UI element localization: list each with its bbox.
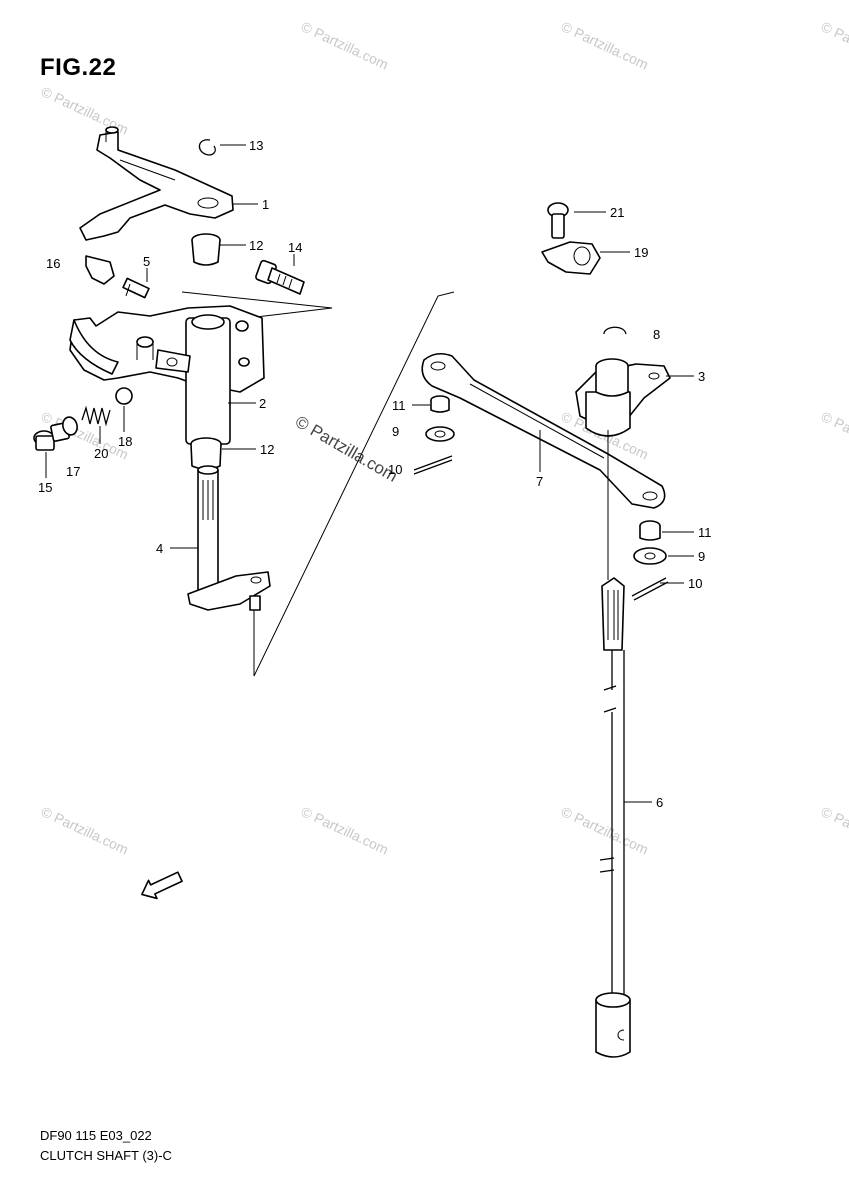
watermark-main: © Partzilla.com	[292, 412, 401, 486]
callout-8: 8	[653, 327, 660, 342]
watermark: © Partzilla.com	[299, 803, 391, 857]
part-8-e-clip	[603, 326, 627, 335]
callout-14: 14	[288, 240, 302, 255]
callout-11-upper: 11	[392, 398, 406, 413]
part-20-spring	[81, 405, 111, 427]
callout-11-lower: 11	[698, 525, 712, 540]
part-2-shaft-holder	[69, 305, 265, 445]
part-9-washer-lower	[633, 547, 667, 565]
callout-17: 17	[66, 464, 80, 479]
watermark: © Partzilla.com	[819, 803, 849, 857]
watermark: © Partzilla.com	[819, 18, 849, 72]
part-9-washer-upper	[425, 426, 455, 442]
part-10-cotter-pin-upper	[413, 455, 453, 475]
part-11-bushing-upper	[430, 395, 450, 413]
watermark: © Partzilla.com	[819, 408, 849, 462]
callout-21: 21	[610, 205, 624, 220]
callout-12-lower: 12	[260, 442, 274, 457]
watermark: © Partzilla.com	[559, 18, 651, 72]
callout-10-lower: 10	[688, 576, 702, 591]
figure-title: FIG.22	[40, 54, 117, 81]
direction-arrow-label: FWD	[153, 878, 174, 894]
part-14-bolt	[255, 259, 305, 295]
part-18-ball	[115, 387, 133, 405]
watermark: © Partzilla.com	[39, 803, 131, 857]
part-12-bushing-upper	[191, 233, 221, 266]
part-1-clutch-lever	[79, 126, 234, 241]
figure-name: CLUTCH SHAFT (3)-C	[40, 1148, 172, 1163]
part-6-shift-rod	[595, 577, 631, 1058]
callout-9-upper: 9	[392, 424, 399, 439]
callout-5: 5	[143, 254, 150, 269]
part-12-bushing-lower	[190, 437, 222, 470]
watermark: © Partzilla.com	[559, 803, 651, 857]
part-11-bushing-lower	[639, 520, 661, 541]
part-13-e-clip	[198, 139, 216, 156]
part-4-clutch-shaft	[187, 465, 271, 611]
callout-1: 1	[262, 197, 269, 212]
callout-19: 19	[634, 245, 648, 260]
callout-3: 3	[698, 369, 705, 384]
callout-7: 7	[536, 474, 543, 489]
callout-9-lower: 9	[698, 549, 705, 564]
part-3-shift-lever	[575, 358, 671, 437]
part-17-gasket	[62, 416, 78, 436]
callout-leaders	[45, 144, 694, 803]
callout-18: 18	[118, 434, 132, 449]
callout-2: 2	[259, 396, 266, 411]
part-7-link-arm	[421, 352, 666, 509]
callout-4: 4	[156, 541, 163, 556]
part-5-fitting	[122, 277, 150, 299]
leader-shaft-lines	[253, 291, 455, 677]
watermark: © Partzilla.com	[299, 18, 391, 72]
callout-20: 20	[94, 446, 108, 461]
callout-16: 16	[46, 256, 60, 271]
part-19-clamp	[541, 241, 601, 275]
callout-6: 6	[656, 795, 663, 810]
callout-12-upper: 12	[249, 238, 263, 253]
callout-10-upper: 10	[388, 462, 402, 477]
callout-13: 13	[249, 138, 263, 153]
forward-direction-arrow: FWD	[141, 871, 183, 900]
callout-15: 15	[38, 480, 52, 495]
figure-code: DF90 115 E03_022	[40, 1128, 152, 1143]
part-21-bolt	[547, 202, 569, 239]
part-16-clip	[85, 255, 115, 285]
part-10-cotter-pin-lower	[631, 577, 669, 601]
callout-numbers: 13 1 12 14 16 5 2 12 4 18 20 17 15 21 19…	[38, 138, 712, 810]
